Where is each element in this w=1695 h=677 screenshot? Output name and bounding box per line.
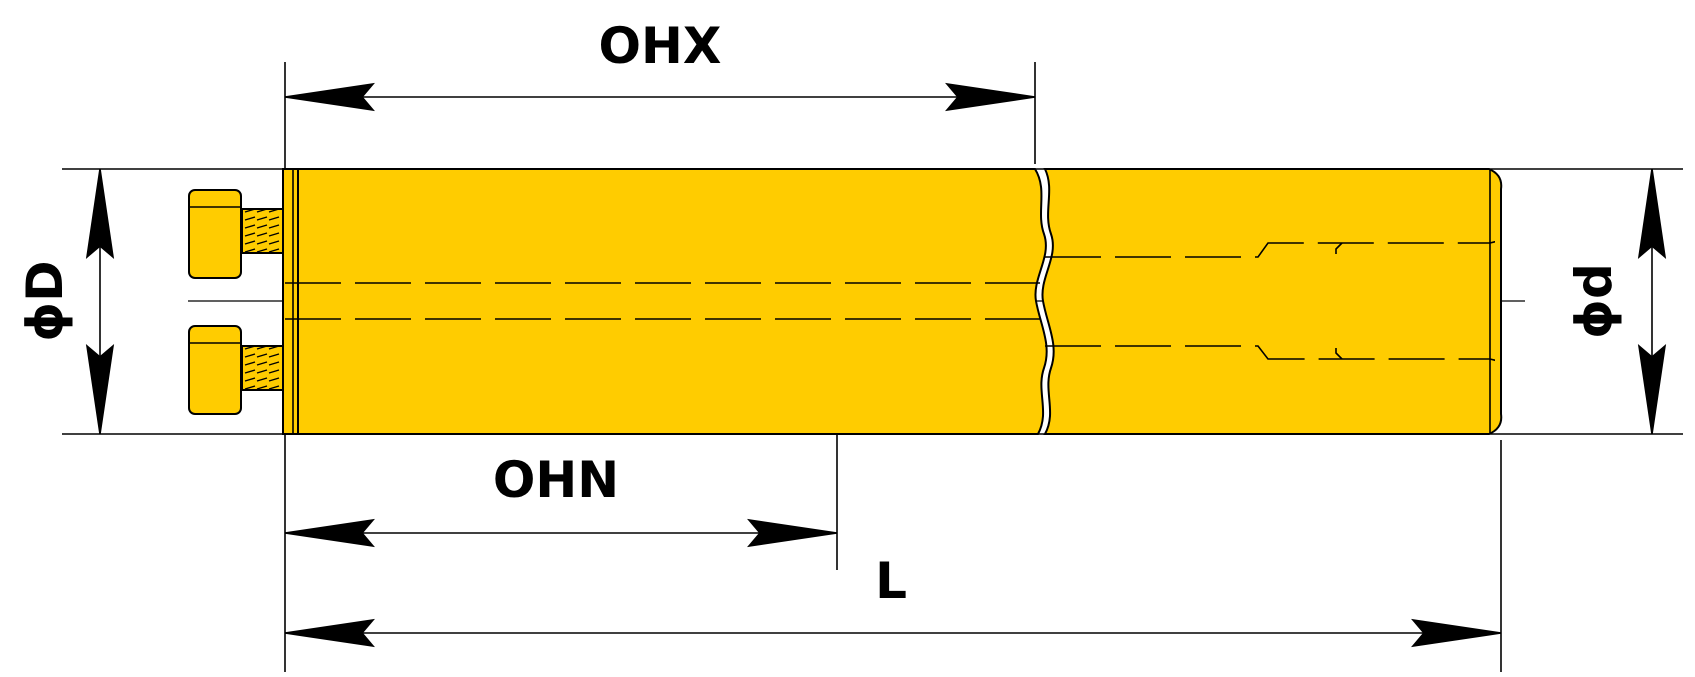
set-screw-top [188,189,284,279]
hidden-counterbore-top [1335,242,1343,254]
dimension-big-diameter-line [85,168,115,435]
hidden-bore-top-right [1045,240,1495,258]
dimension-lines [85,82,1667,648]
left-flange [282,168,299,435]
label-small-diameter: ϕd [1565,263,1623,339]
label-l: L [875,552,907,610]
body-left-section [285,168,1048,435]
label-ohn: OHN [493,451,619,509]
dimension-small-diameter-line [1637,168,1667,435]
hidden-bore-bottom-right [1045,345,1495,362]
dimension-ohx-line [284,82,1036,112]
set-screw-bottom [188,325,284,415]
dimension-l-line [284,618,1502,648]
label-ohx: OHX [599,17,722,75]
dimension-ohn-line [284,518,838,548]
body-right-section [1041,168,1503,435]
label-big-diameter: ϕD [16,260,74,341]
hidden-counterbore-bottom [1335,348,1343,360]
